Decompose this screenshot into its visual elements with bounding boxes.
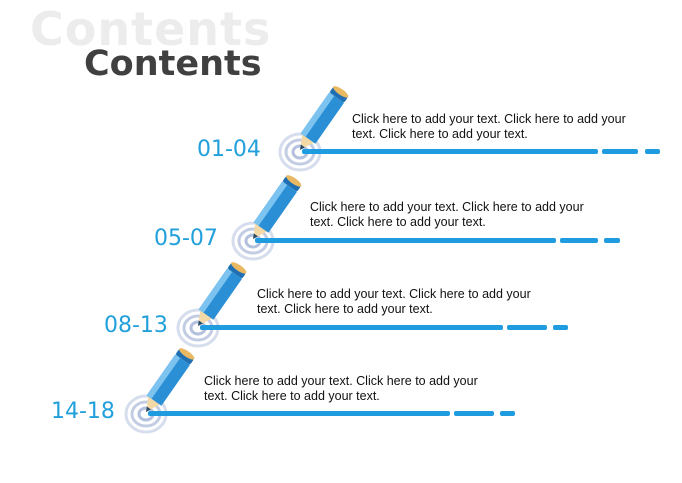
page-range-label: 08-13 (104, 313, 168, 338)
pencil-icon (198, 262, 247, 326)
title-shadow: Contents (30, 2, 272, 56)
pencil-icon (300, 86, 349, 150)
pencil-line-graphic (176, 262, 568, 348)
page-range-label: 05-07 (154, 226, 218, 251)
item-description[interactable]: Click here to add your text. Click here … (204, 374, 478, 403)
pencil-icon (146, 348, 195, 412)
item-description[interactable]: Click here to add your text. Click here … (310, 200, 584, 229)
page-title: Contents (84, 44, 262, 84)
item-description[interactable]: Click here to add your text. Click here … (352, 112, 626, 141)
pencil-line-graphic (231, 175, 620, 261)
item-description[interactable]: Click here to add your text. Click here … (257, 287, 531, 316)
pencil-icon (253, 175, 302, 239)
pencil-line-graphic (278, 86, 660, 172)
page-range-label: 01-04 (197, 137, 261, 162)
page-range-label: 14-18 (51, 399, 115, 424)
pencil-line-graphic (124, 348, 515, 434)
